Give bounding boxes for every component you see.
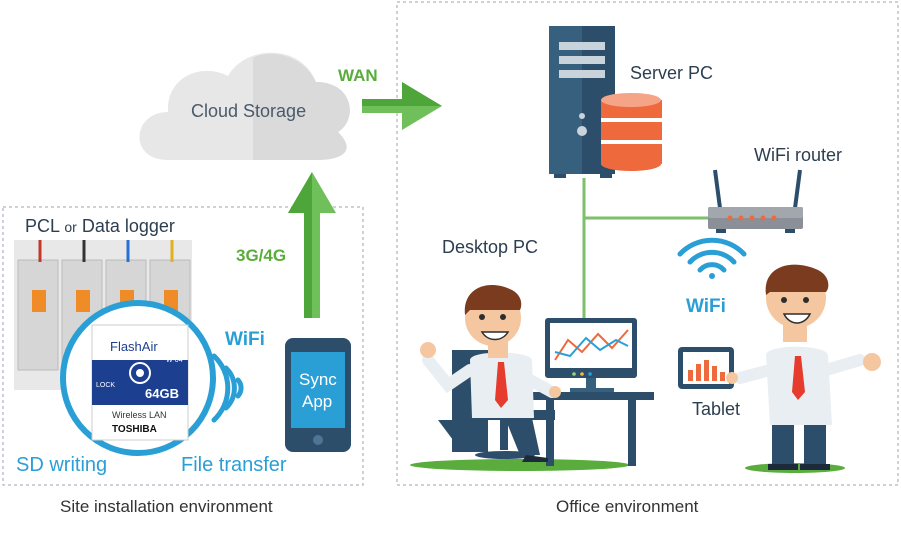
network-lines	[582, 178, 712, 318]
smartphone-icon	[285, 338, 351, 452]
cloud-storage-label: Cloud Storage	[191, 101, 307, 121]
sd-card-lock: LOCK	[96, 382, 116, 389]
monitor-icon	[545, 318, 637, 392]
sd-card-model: W-04	[166, 357, 183, 364]
office-wifi-label: WiFi	[686, 296, 726, 317]
sd-writing-label: SD writing	[16, 454, 108, 476]
site-wifi-signal-icon	[211, 353, 244, 423]
cellular-label: 3G/4G	[236, 246, 287, 265]
wan-arrow	[362, 82, 442, 130]
database-icon	[601, 93, 662, 171]
wifi-router-label: WiFi router	[754, 145, 843, 165]
site-environment-caption: Site installation environment	[60, 497, 273, 516]
cloud-icon	[139, 52, 350, 161]
sd-card-lan: Wireless LAN	[112, 410, 167, 420]
site-wifi-label: WiFi	[225, 329, 265, 350]
device-label-or: or	[64, 219, 77, 235]
sd-card-brand: FlashAir	[110, 339, 158, 354]
office-wifi-signal-icon	[677, 237, 747, 279]
flashair-sd-card-icon	[60, 300, 216, 456]
office-environment-caption: Office environment	[556, 497, 699, 516]
sync-app-label-line2: App	[302, 392, 333, 411]
file-transfer-label: File transfer	[181, 454, 287, 476]
tablet-label: Tablet	[692, 399, 741, 419]
device-label-plc: PCL	[25, 216, 60, 236]
device-label: PCL or Data logger	[25, 217, 175, 235]
tablet-worker-illustration	[734, 264, 881, 473]
desktop-pc-label: Desktop PC	[442, 237, 539, 257]
desk-icon	[410, 392, 654, 471]
device-label-logger: Data logger	[81, 216, 175, 236]
server-pc-label: Server PC	[630, 63, 714, 83]
site-environment-frame	[2, 206, 364, 486]
sd-card-capacity: 64GB	[145, 386, 179, 401]
tablet-device-icon	[678, 347, 738, 389]
desktop-worker-illustration	[420, 284, 561, 462]
wifi-router-icon	[708, 169, 803, 233]
wan-label: WAN	[338, 66, 378, 85]
sync-app-label-line1: Sync	[299, 370, 337, 389]
sd-card-maker: TOSHIBA	[112, 424, 157, 435]
cellular-arrow	[288, 172, 336, 318]
